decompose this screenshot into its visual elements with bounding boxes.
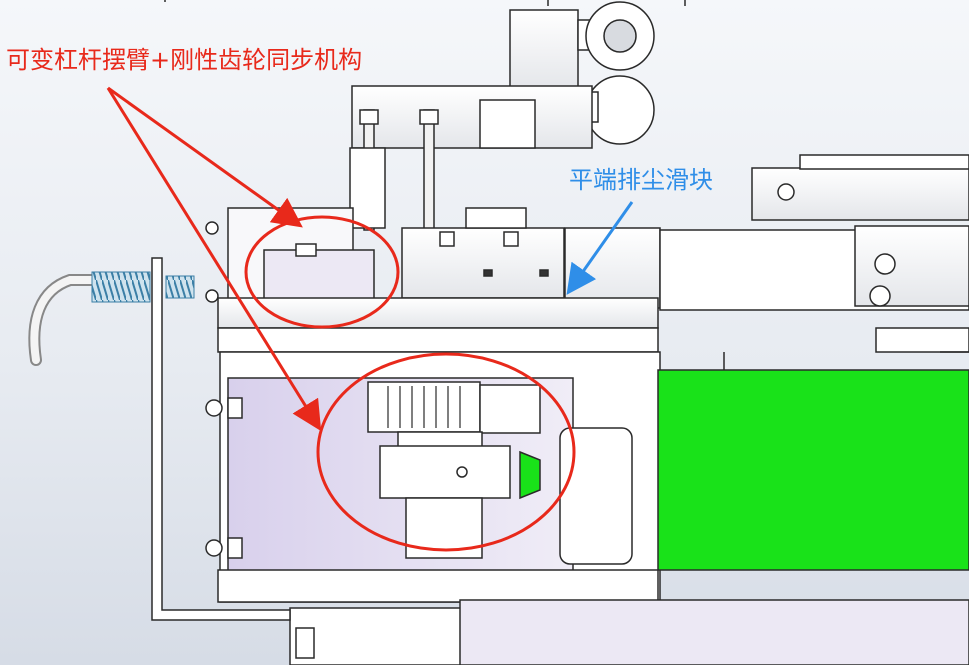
roller-bracket bbox=[509, 9, 579, 91]
nut bbox=[227, 537, 243, 559]
upper-plate bbox=[351, 85, 593, 149]
slider-screw bbox=[483, 269, 493, 277]
right-base-plate bbox=[875, 327, 969, 353]
handle-hook bbox=[28, 274, 102, 366]
upper-roller-hub bbox=[603, 19, 637, 53]
cylinder-bolt bbox=[777, 183, 795, 201]
annotation-circle-gear bbox=[316, 352, 576, 552]
annotation-circle-lever bbox=[244, 215, 400, 329]
slider-slot bbox=[439, 231, 455, 247]
green-clip bbox=[519, 450, 541, 500]
slider-screw bbox=[539, 269, 549, 277]
side-cover bbox=[559, 427, 633, 565]
compression-spring bbox=[91, 271, 151, 303]
slider-rail bbox=[465, 207, 527, 229]
lever-pin bbox=[295, 243, 317, 257]
nut bbox=[227, 397, 243, 419]
motor-bolt bbox=[874, 253, 896, 275]
slider-annotation-label: 平端排尘滑块 bbox=[569, 166, 713, 194]
side-bolt bbox=[205, 221, 219, 235]
pivot-pin bbox=[456, 466, 468, 478]
motor-bolt-lower bbox=[869, 285, 891, 307]
side-bolt bbox=[205, 399, 223, 417]
side-bolt bbox=[205, 289, 219, 303]
long-lever-arm bbox=[151, 257, 291, 621]
annotation-arrow-lever bbox=[107, 86, 303, 228]
pivot-shaft bbox=[379, 445, 511, 499]
right-cylinder-top bbox=[799, 154, 969, 170]
green-motor bbox=[657, 369, 969, 571]
lower-plate bbox=[217, 569, 659, 603]
base-plate bbox=[217, 297, 659, 329]
bolt-head bbox=[359, 109, 379, 125]
bolt-guide bbox=[349, 147, 386, 229]
annotation-arrow-gear bbox=[106, 87, 322, 432]
mechanism-annotation-label: 可变杠杆摆臂+刚性齿轮同步机构 bbox=[6, 46, 363, 74]
bottom-bolt bbox=[295, 627, 315, 659]
upper-plate-block bbox=[479, 99, 536, 149]
dust-slider bbox=[401, 227, 565, 299]
bolt-head bbox=[419, 109, 439, 125]
lever-arm-body bbox=[263, 249, 375, 303]
right-block bbox=[564, 227, 661, 309]
annotation-arrow-slider bbox=[566, 201, 634, 295]
gear-mesh-block bbox=[479, 384, 541, 434]
bottom-frame-panel bbox=[459, 599, 969, 665]
slider-slot bbox=[503, 231, 519, 247]
handle-hook-highlight bbox=[30, 276, 100, 364]
spring-end bbox=[165, 275, 195, 299]
mid-plate bbox=[217, 327, 659, 353]
side-bolt bbox=[205, 539, 223, 557]
